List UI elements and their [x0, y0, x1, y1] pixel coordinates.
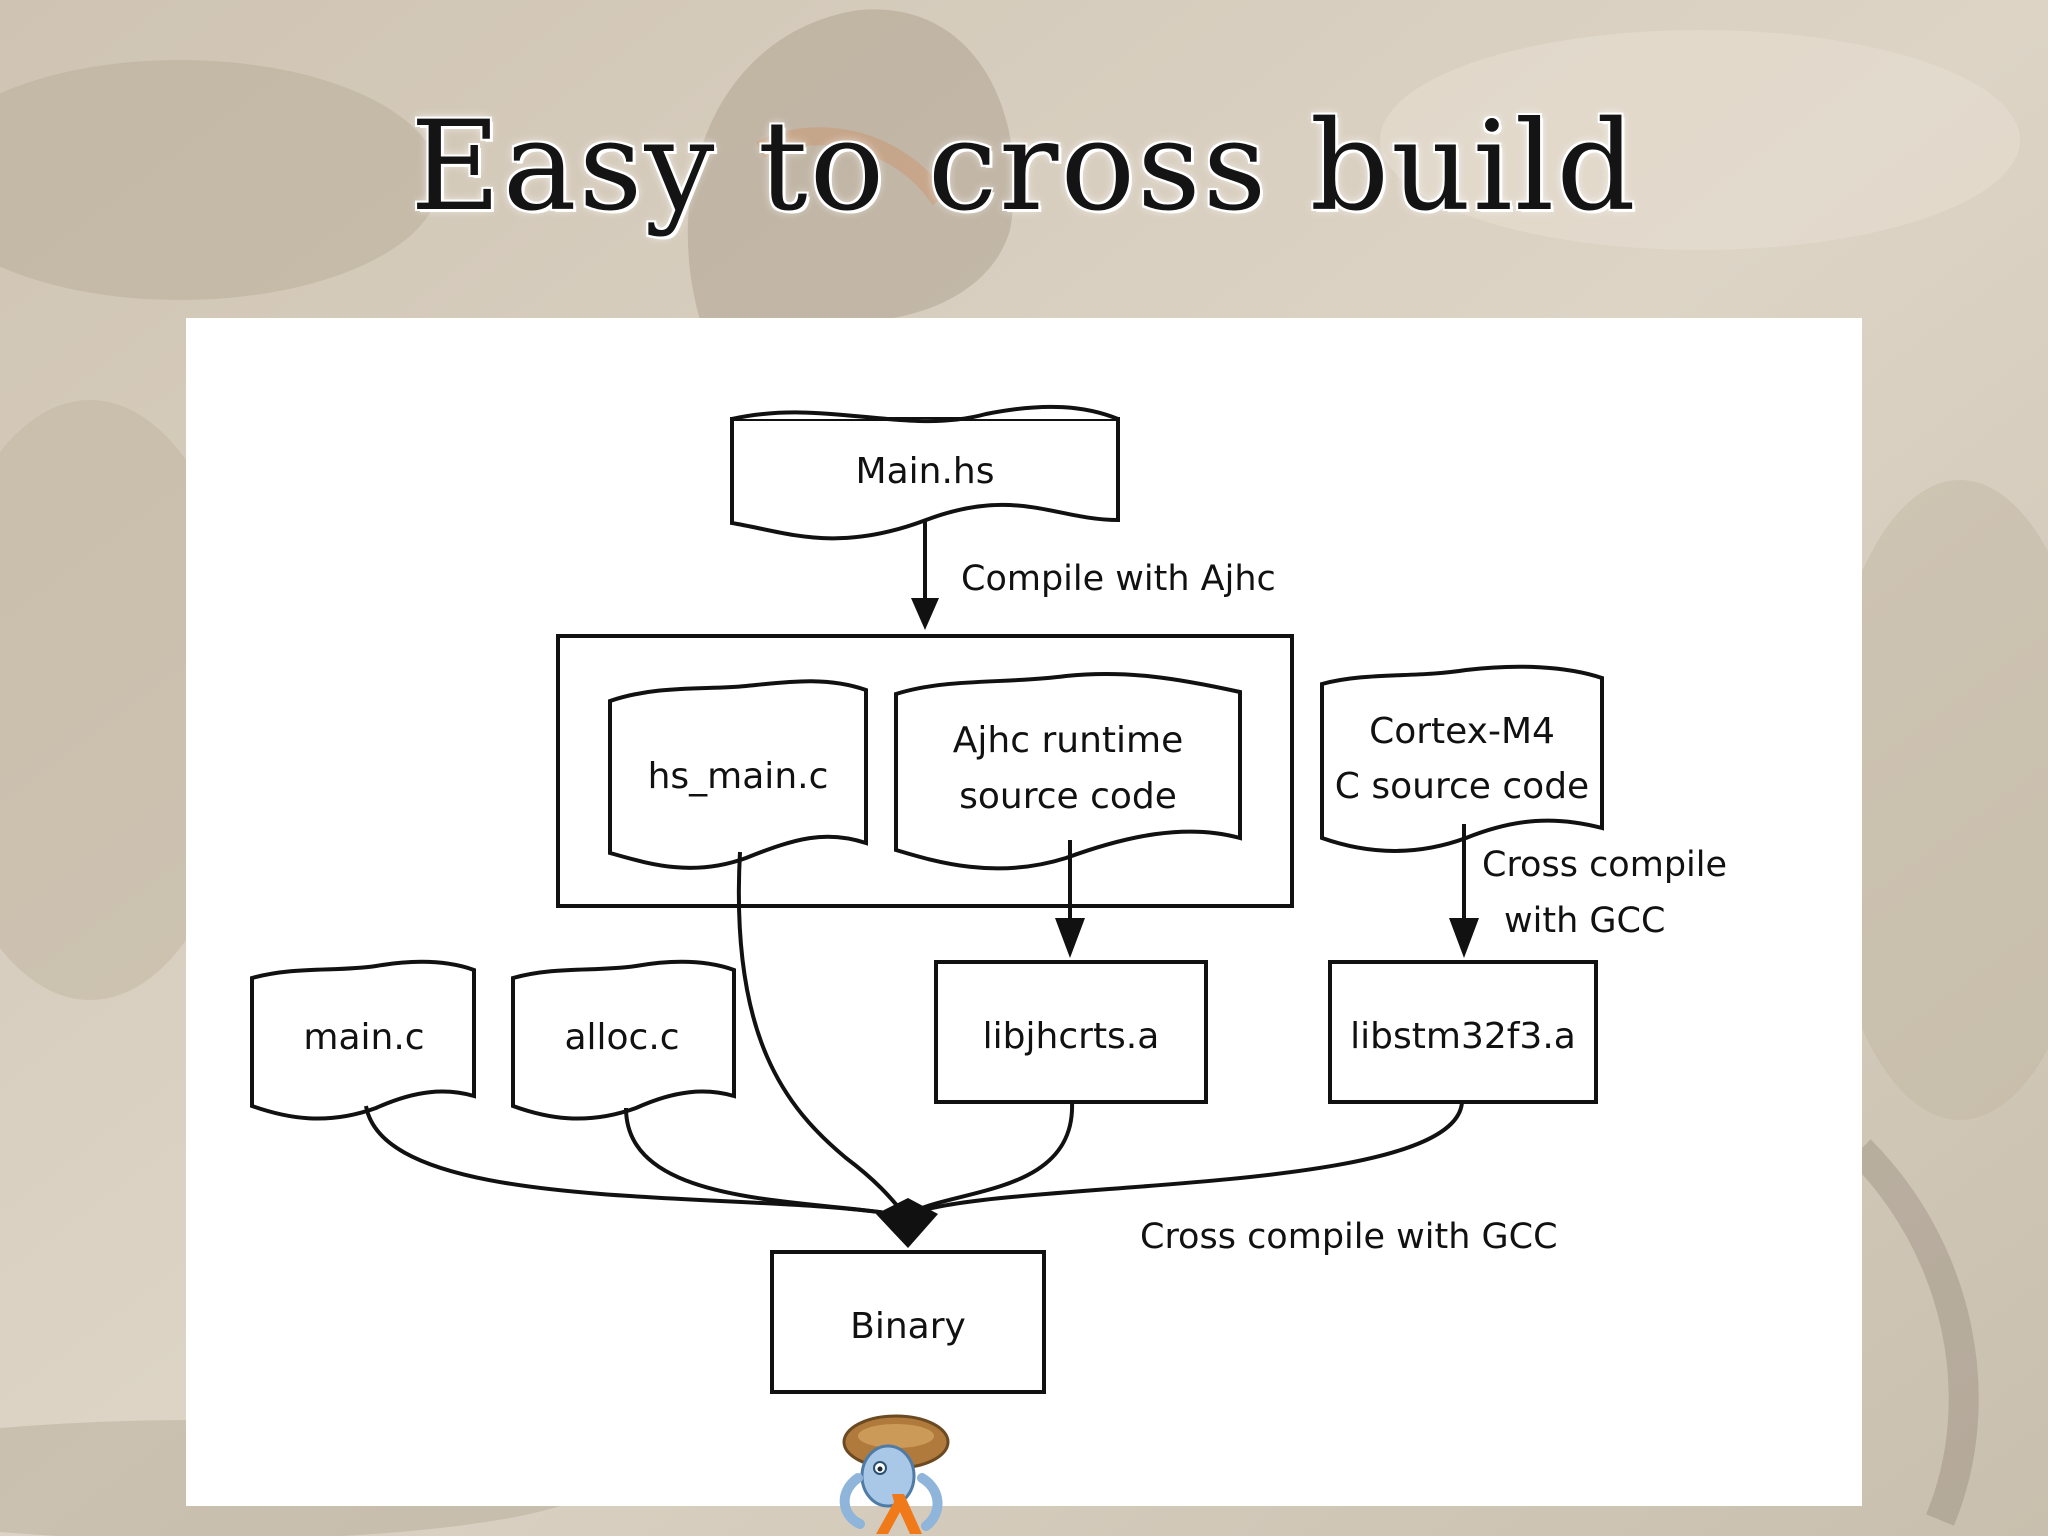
ajhc-lambda-mascot-icon	[839, 1414, 950, 1534]
alloc-c-label: alloc.c	[564, 1017, 679, 1058]
node-ajhc-runtime: Ajhc runtime source code	[894, 671, 1242, 871]
edge-cortex-cross-compile: Cross compile with GCC	[1449, 824, 1727, 958]
edge-compile-ajhc: Compile with Ajhc	[911, 521, 1276, 630]
cross-compile-label-line1: Cross compile	[1482, 845, 1727, 885]
edges-to-binary: Cross compile with GCC	[364, 851, 1558, 1257]
hs-main-c-label: hs_main.c	[648, 756, 829, 797]
libstm32f3-label: libstm32f3.a	[1350, 1016, 1576, 1057]
slide-title: Easy to cross build	[410, 95, 1638, 239]
node-hs-main-c: hs_main.c	[608, 679, 868, 870]
ajhc-runtime-label-line1: Ajhc runtime	[953, 720, 1183, 761]
node-main-hs: Main.hs	[730, 404, 1120, 541]
node-libstm32f3: libstm32f3.a	[1328, 960, 1598, 1104]
diagram-panel: Main.hs Compile with Ajhc hs_main.c Ajhc…	[186, 318, 1862, 1506]
node-binary: Binary	[770, 1250, 1046, 1394]
cross-compile-label-line2: with GCC	[1504, 901, 1665, 941]
cortex-m4-label-line2: C source code	[1335, 766, 1589, 807]
libjhcrts-label: libjhcrts.a	[983, 1016, 1160, 1057]
cross-compile-full-label: Cross compile with GCC	[1140, 1217, 1558, 1257]
node-cortex-m4-source: Cortex-M4 C source code	[1320, 664, 1604, 853]
node-libjhcrts: libjhcrts.a	[934, 960, 1208, 1104]
ajhc-output-group	[556, 634, 1294, 908]
main-c-label: main.c	[303, 1017, 424, 1058]
ajhc-runtime-label-line2: source code	[959, 776, 1177, 817]
cross-build-diagram: Main.hs Compile with Ajhc hs_main.c Ajhc…	[250, 404, 1727, 1394]
main-hs-label: Main.hs	[856, 451, 995, 492]
binary-label: Binary	[850, 1306, 966, 1347]
node-alloc-c: alloc.c	[511, 959, 736, 1121]
node-main-c: main.c	[250, 959, 476, 1121]
compile-ajhc-label: Compile with Ajhc	[961, 559, 1276, 599]
edge-runtime-to-libjhcrts	[1055, 840, 1085, 958]
cortex-m4-label-line1: Cortex-M4	[1369, 711, 1555, 752]
